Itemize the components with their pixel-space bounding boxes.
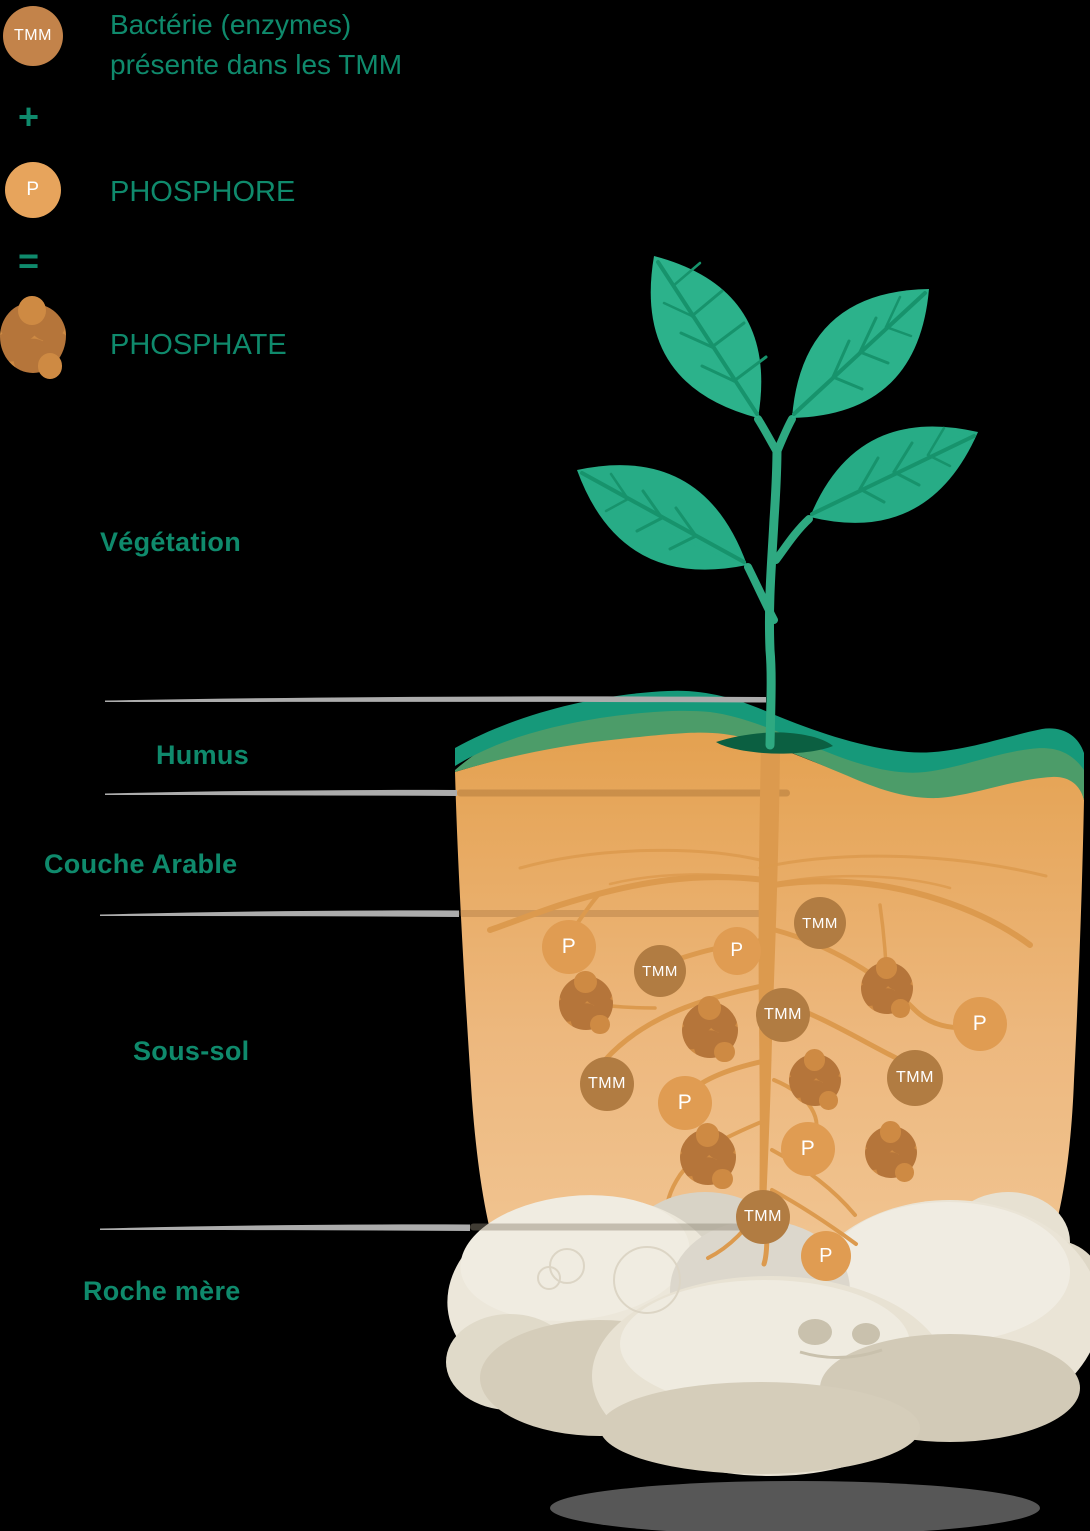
layer-label-sous-sol: Sous-sol (133, 1036, 250, 1066)
tmm-bacteria-circle-icon: TMM (3, 6, 63, 66)
leaf-upper-left (650, 256, 768, 418)
layer-label-couche-arable: Couche Arable (44, 849, 238, 879)
ground-shadow (550, 1481, 1040, 1531)
leaf-mid-right (810, 426, 978, 523)
seedling-plant (577, 256, 978, 750)
legend-tmm-line1: Bactérie (enzymes) (110, 9, 352, 40)
leaf-upper-right (792, 289, 929, 418)
p-icon-label: P (26, 179, 40, 200)
layer-label-roche-mere: Roche mère (83, 1276, 241, 1306)
phosphate-cluster-icon (0, 296, 66, 379)
phosphorus-circle-icon: P (5, 162, 61, 218)
equals-operator: = (18, 240, 40, 281)
legend-tmm-description: Bactérie (enzymes) présente dans les TMM (110, 5, 402, 85)
tmm-icon-label: TMM (14, 27, 52, 44)
divider-line-vegetation-humus (105, 696, 766, 703)
grass-teal-band (455, 690, 1084, 773)
legend-phosphore-label: PHOSPHORE (110, 176, 296, 208)
divider-line-humus-arable (105, 789, 457, 796)
layer-label-humus: Humus (156, 740, 250, 770)
bedrock-rocks (446, 1192, 1090, 1476)
layer-divider-lines (100, 696, 766, 1231)
divider-line-soussol-roche (100, 1224, 470, 1231)
legend-tmm-line2: présente dans les TMM (110, 49, 403, 80)
plant-stem (744, 415, 813, 750)
leaf-mid-left (577, 465, 747, 570)
divider-line-arable-soussol (100, 910, 459, 917)
layer-line-rock-continuation (470, 1223, 788, 1231)
layer-label-vegetation: Végétation (100, 527, 242, 557)
legend-phosphate-label: PHOSPHATE (110, 329, 287, 361)
plus-operator: + (18, 96, 40, 137)
grass-sage-band (455, 691, 1084, 800)
